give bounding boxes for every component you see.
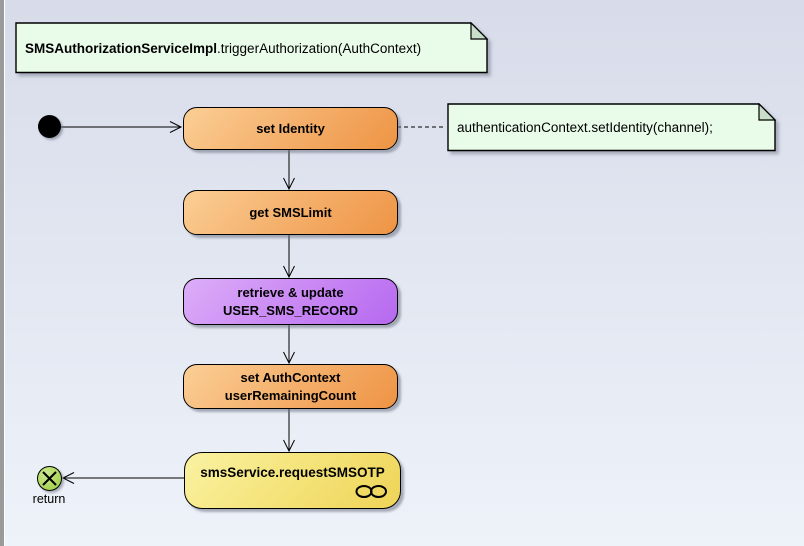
flow-final-node[interactable] — [37, 466, 62, 491]
activity-label: get SMSLimit — [249, 204, 332, 220]
side-note-text: authenticationContext.setIdentity(channe… — [447, 103, 776, 152]
x-mark-icon — [42, 471, 57, 486]
note-shape — [15, 22, 488, 74]
final-node-label: return — [32, 492, 66, 506]
title-note-rest: .triggerAuthorization(AuthContext) — [217, 40, 422, 56]
activity-get-smslimit[interactable]: get SMSLimit — [183, 190, 398, 235]
activity-retrieve-update[interactable]: retrieve & update USER_SMS_RECORD — [183, 278, 398, 325]
activity-label: smsService.requestSMSOTP — [200, 465, 385, 481]
note-shape — [447, 103, 776, 152]
side-note[interactable]: authenticationContext.setIdentity(channe… — [447, 103, 776, 152]
title-note-bold: SMSAuthorizationServiceImpl — [25, 40, 218, 56]
activity-label-line1: retrieve & update — [237, 284, 344, 300]
edge-set-authcontext-to-request-smsotp[interactable] — [283, 407, 295, 453]
title-note-text: SMSAuthorizationServiceImpl.triggerAutho… — [15, 22, 488, 74]
linked-ovals-icon — [355, 484, 387, 498]
edge-set-identity-to-get-smslimit[interactable] — [283, 148, 295, 191]
activity-label-line2: USER_SMS_RECORD — [222, 302, 359, 318]
activity-set-authcontext[interactable]: set AuthContext userRemainingCount — [183, 364, 398, 409]
activity-request-smsotp[interactable]: smsService.requestSMSOTP — [184, 452, 401, 509]
edge-request-smsotp-to-final[interactable] — [61, 472, 184, 484]
side-note-code: authenticationContext.setIdentity(channe… — [457, 120, 713, 135]
activity-label: set Identity — [256, 120, 325, 136]
title-note[interactable]: SMSAuthorizationServiceImpl.triggerAutho… — [15, 22, 488, 74]
initial-node[interactable] — [38, 115, 61, 138]
edge-get-smslimit-to-retrieve-update[interactable] — [283, 233, 295, 279]
window-left-edge — [0, 0, 5, 546]
activity-label-line1: set AuthContext — [240, 369, 341, 385]
edge-retrieve-update-to-set-authcontext[interactable] — [283, 323, 295, 365]
edge-start-to-set-identity[interactable] — [61, 121, 183, 133]
activity-label-line2: userRemainingCount — [224, 387, 357, 403]
activity-set-identity[interactable]: set Identity — [183, 107, 398, 150]
